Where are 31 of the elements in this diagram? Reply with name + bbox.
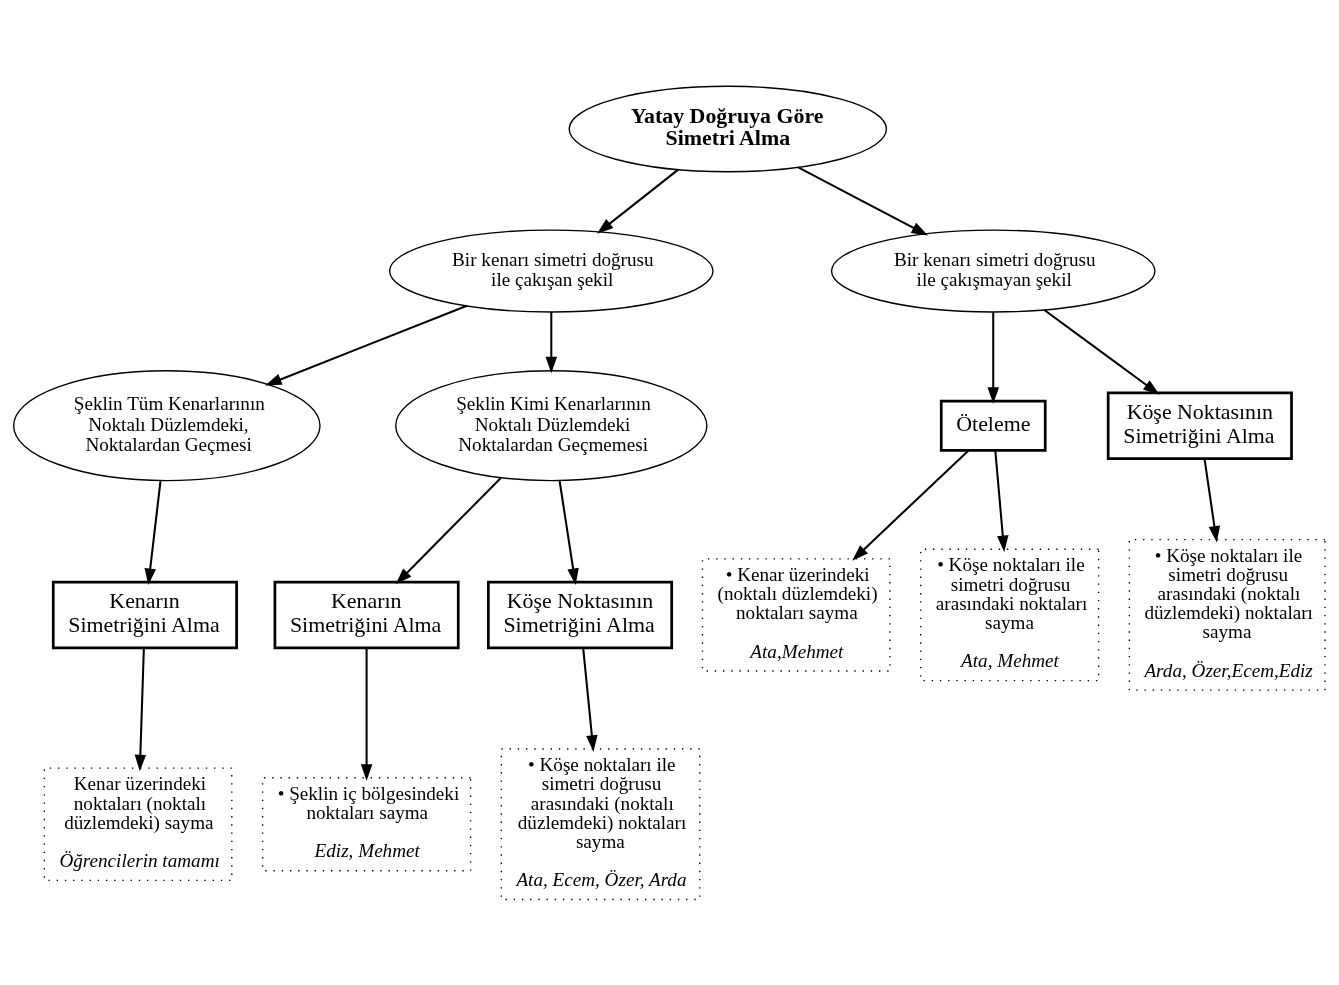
node-box: Öteleme xyxy=(939,399,1047,452)
arrow xyxy=(265,304,468,385)
arrow xyxy=(596,168,679,234)
arrow xyxy=(797,165,928,235)
node-ellipse: Şeklin Tüm Kenarlarının Noktalı Düzlemdeki, Noktalardan Geçmesi xyxy=(12,369,321,481)
node-ellipse: Bir kenarı simetri doğrusu ile çakışan şekil xyxy=(388,229,714,313)
node-box: Kenarın Simetriğini Alma xyxy=(51,580,238,649)
arrow xyxy=(144,480,162,585)
node-ellipse: Şeklin Kimi Kenarlarının Noktalı Düzlemdeki Noktalardan Geçmemesi xyxy=(395,369,708,481)
node-box: Köşe Noktasının Simetriğini Alma xyxy=(487,580,674,649)
arrow xyxy=(558,480,579,585)
node-box: • Köşe noktaları ile simetri doğrusu arasındaki noktaları sayma Ata, Mehmet xyxy=(920,548,1100,681)
node-box: • Köşe noktaları ile simetri doğrusu arasındaki (noktalı düzlemdeki) noktaları sayma Ata, Ecem, Özer, Arda xyxy=(500,747,701,900)
node-box: • Kenar üzerindeki (noktalı düzlemdeki) noktaları sayma Ata,Mehmet xyxy=(701,557,891,672)
arrow xyxy=(987,311,999,404)
node-box: Kenar üzerindeki noktaları (noktalı düzlemdeki) sayma Öğrencilerin tamamı xyxy=(43,767,233,881)
arrow xyxy=(1043,308,1160,395)
node-box: Köşe Noktasının Simetriğini Alma xyxy=(1106,391,1293,460)
arrow xyxy=(134,647,147,771)
node-ellipse: Yatay Doğruya Göre Simetri Alma xyxy=(568,85,888,172)
node-box: • Köşe noktaları ile simetri doğrusu arasındaki (noktalı düzlemdeki) noktaları sayma Arda, Özer,Ecem,Ediz xyxy=(1128,538,1326,691)
arrow xyxy=(852,449,969,561)
node-box: Kenarın Simetriğini Alma xyxy=(273,580,460,649)
arrow xyxy=(545,311,558,373)
arrow xyxy=(582,647,598,752)
arrow xyxy=(1203,458,1221,543)
arrow xyxy=(360,647,373,781)
node-box: • Şeklin iç bölgesindeki noktaları sayma Ediz, Mehmet xyxy=(261,776,472,871)
arrow xyxy=(395,476,502,584)
arrow xyxy=(994,450,1009,552)
node-ellipse: Bir kenarı simetri doğrusu ile çakışmayan şekil xyxy=(830,229,1156,313)
